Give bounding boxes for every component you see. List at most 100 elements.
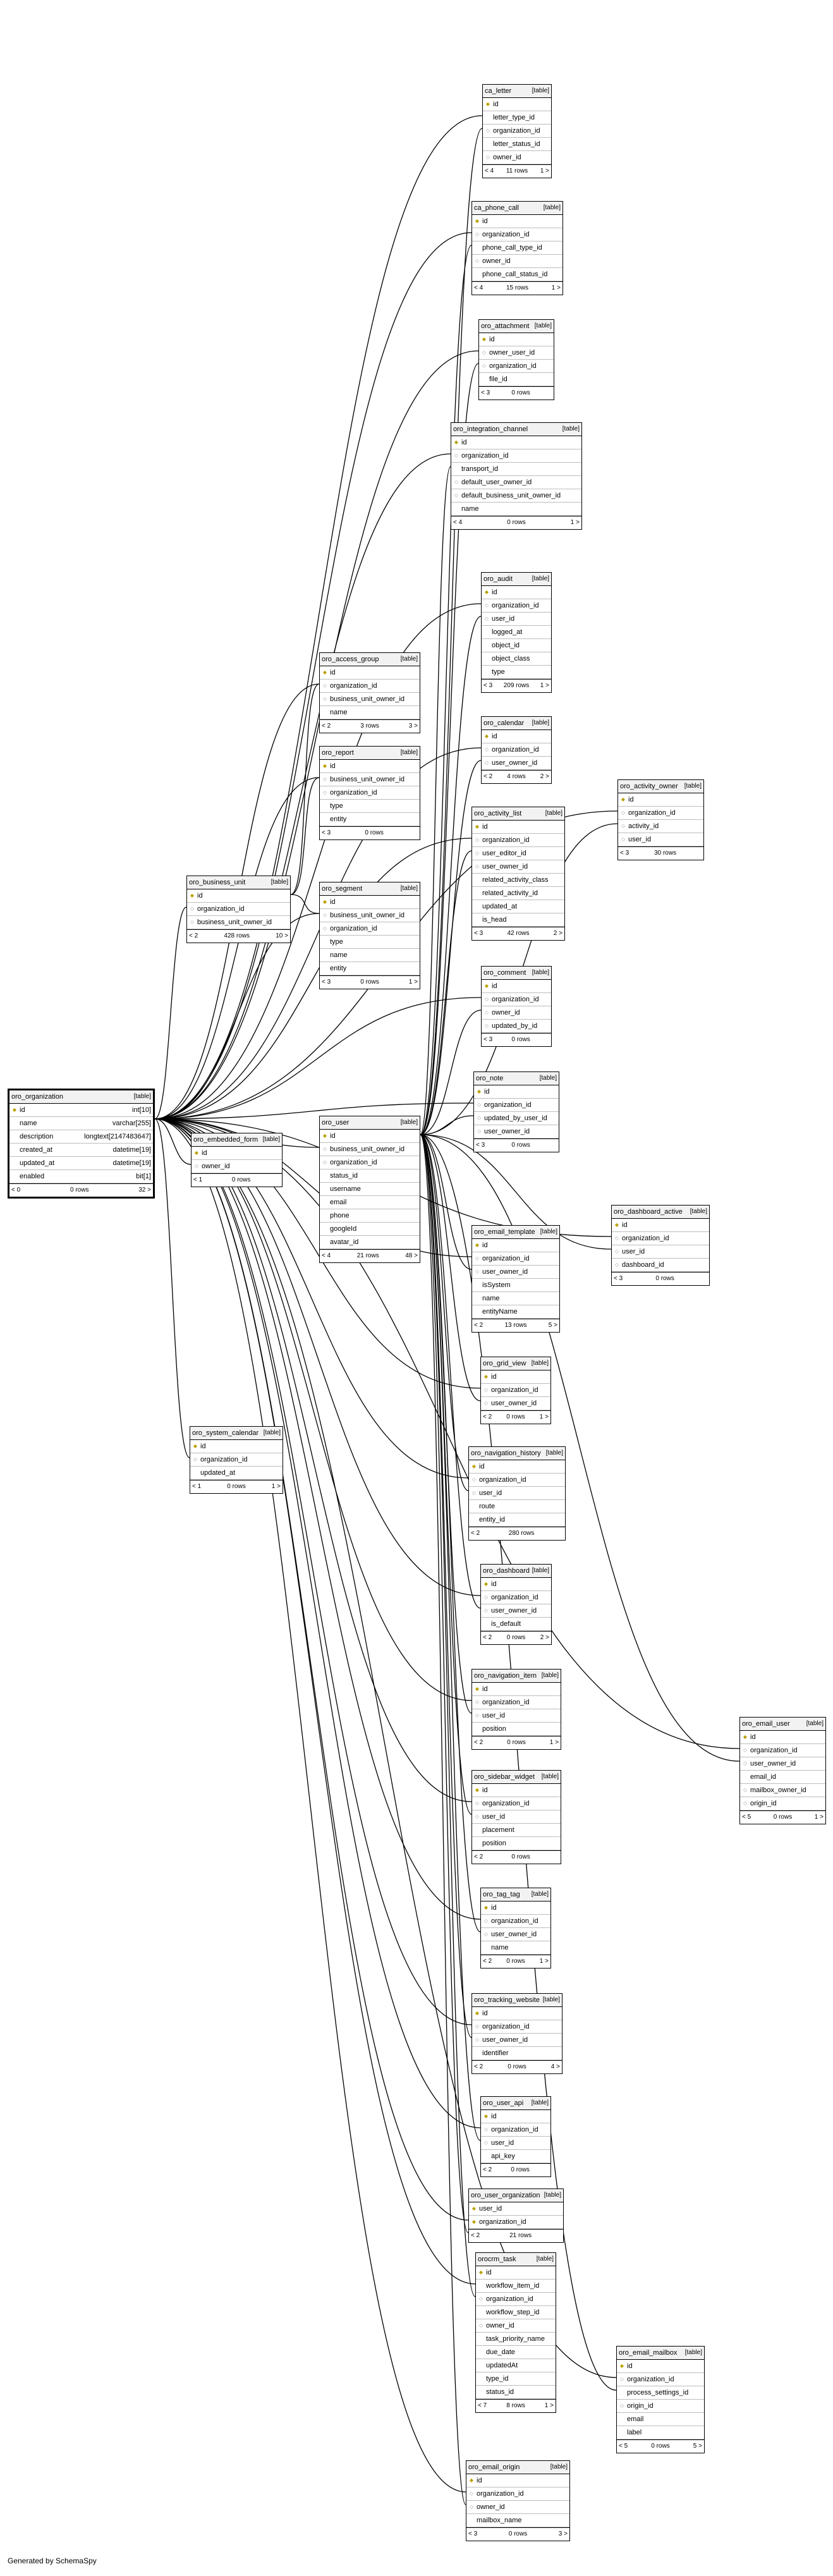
table-name[interactable]: oro_business_unit (189, 879, 246, 886)
column-row[interactable]: ◇organization_id (472, 834, 564, 847)
child-count[interactable]: 1 > (539, 1958, 549, 1965)
parent-count[interactable]: < 3 (468, 2530, 478, 2537)
column-row[interactable]: ◆user_id (469, 2202, 563, 2216)
column-row[interactable]: ◆id (472, 2007, 562, 2020)
parent-count[interactable]: < 2 (483, 2166, 492, 2173)
column-row[interactable]: ◇user_owner_id (740, 1757, 825, 1771)
parent-count[interactable]: < 7 (478, 2402, 487, 2409)
column-row[interactable]: object_class (482, 652, 551, 666)
column-row[interactable]: ◇organization_id (482, 993, 551, 1006)
column-row[interactable]: ◇owner_id (483, 151, 551, 164)
child-count[interactable]: 5 > (693, 2443, 702, 2450)
column-row[interactable]: name (320, 706, 420, 719)
table-name[interactable]: oro_access_group (322, 656, 379, 663)
column-row[interactable]: ◇organization_id (612, 1232, 709, 1245)
column-row[interactable]: ◆id (481, 1370, 550, 1384)
column-row[interactable]: type_id (476, 2372, 556, 2386)
column-row[interactable]: ◆id (483, 98, 551, 111)
column-row[interactable]: workflow_step_id (476, 2306, 556, 2319)
column-row[interactable]: workflow_item_id (476, 2280, 556, 2293)
column-row[interactable]: ◇user_owner_id (474, 1125, 559, 1138)
table-oro-tag-tag[interactable]: oro_tag_tag[table]◆id◇organization_id◇us… (480, 1888, 551, 1969)
column-row[interactable]: related_activity_id (472, 887, 564, 900)
table-name[interactable]: oro_grid_view (483, 1360, 526, 1367)
column-row[interactable]: ◇user_id (618, 833, 703, 846)
column-row[interactable]: ◇organization_id (481, 1384, 550, 1397)
column-row[interactable]: due_date (476, 2346, 556, 2359)
table-name[interactable]: oro_dashboard (483, 1567, 530, 1575)
table-oro-calendar[interactable]: oro_calendar[table]◆id◇organization_id◇u… (481, 716, 552, 784)
parent-count[interactable]: < 2 (322, 723, 331, 729)
column-row[interactable]: ◆id (320, 760, 420, 773)
parent-count[interactable]: < 4 (485, 168, 494, 174)
column-row[interactable]: updated_at (472, 900, 564, 913)
column-row[interactable]: position (472, 1837, 561, 1850)
column-row[interactable]: type (320, 800, 420, 813)
table-oro-access-group[interactable]: oro_access_group[table]◆id◇organization_… (319, 652, 420, 733)
column-row[interactable]: ◇user_id (472, 1810, 561, 1824)
column-row[interactable]: ◇organization_id (472, 1696, 561, 1709)
column-row[interactable]: ◆id (476, 2266, 556, 2280)
column-row[interactable]: ◇origin_id (740, 1797, 825, 1810)
table-oro-comment[interactable]: oro_comment[table]◆id◇organization_id◇ow… (481, 966, 552, 1047)
child-count[interactable]: 1 > (570, 519, 580, 526)
table-name[interactable]: oro_navigation_history (471, 1450, 541, 1457)
column-row[interactable]: ◆id (481, 1901, 550, 1915)
column-row[interactable]: ◆id (472, 821, 564, 834)
column-row[interactable]: letter_status_id (483, 138, 551, 151)
table-oro-tracking-website[interactable]: oro_tracking_website[table]◆id◇organizat… (471, 1993, 562, 2074)
table-name[interactable]: oro_segment (322, 885, 363, 893)
child-count[interactable]: 3 > (558, 2530, 568, 2537)
column-row[interactable]: ◇user_id (612, 1245, 709, 1259)
column-row[interactable]: entity (320, 962, 420, 975)
table-oro-navigation-history[interactable]: oro_navigation_history[table]◆id◇organiz… (468, 1446, 566, 1541)
table-name[interactable]: oro_user_organization (471, 2192, 540, 2199)
column-row[interactable]: name (451, 503, 581, 516)
column-row[interactable]: ◇user_id (472, 1709, 561, 1723)
column-row[interactable]: ◇default_business_unit_owner_id (451, 489, 581, 503)
column-row[interactable]: ◆id (740, 1731, 825, 1744)
table-oro-audit[interactable]: oro_audit[table]◆id◇organization_id◇user… (481, 572, 552, 693)
column-row[interactable]: ◇default_user_owner_id (451, 476, 581, 489)
table-name[interactable]: oro_system_calendar (192, 1429, 259, 1437)
column-row[interactable]: ◆id (320, 896, 420, 909)
column-row[interactable]: ◇organization_id (320, 1156, 420, 1169)
parent-count[interactable]: < 1 (193, 1176, 203, 1183)
column-row[interactable]: ◆id (192, 1147, 282, 1160)
column-row[interactable]: ◇dashboard_id (612, 1259, 709, 1272)
table-oro-activity-list[interactable]: oro_activity_list[table]◆id◇organization… (471, 807, 565, 941)
column-row[interactable]: status_id (320, 1169, 420, 1183)
table-oro-grid-view[interactable]: oro_grid_view[table]◆id◇organization_id◇… (480, 1357, 551, 1424)
column-row[interactable]: transport_id (451, 463, 581, 476)
table-oro-note[interactable]: oro_note[table]◆id◇organization_id◇updat… (473, 1071, 559, 1152)
column-row[interactable]: ◇organization_id (472, 2020, 562, 2034)
parent-count[interactable]: < 3 (322, 979, 331, 986)
column-row[interactable]: ◇owner_id (192, 1160, 282, 1173)
column-row[interactable]: ◇organization_id (466, 2487, 569, 2501)
column-row[interactable]: ◇organization_id (187, 903, 290, 916)
child-count[interactable]: 1 > (271, 1483, 281, 1490)
parent-count[interactable]: < 1 (192, 1483, 202, 1490)
column-row[interactable]: process_settings_id (617, 2386, 704, 2400)
table-oro-integration-channel[interactable]: oro_integration_channel[table]◆id◇organi… (451, 422, 582, 530)
table-orocrm-task[interactable]: orocrm_task[table]◆id workflow_item_id◇o… (475, 2252, 556, 2413)
column-row[interactable]: ◇user_owner_id (472, 1266, 559, 1279)
child-count[interactable]: 5 > (548, 1322, 557, 1329)
column-row[interactable]: ◆id (482, 730, 551, 743)
table-oro-dashboard-active[interactable]: oro_dashboard_active[table]◆id◇organizat… (611, 1205, 710, 1286)
column-row[interactable]: name (320, 949, 420, 962)
column-row[interactable]: ◇organization_id (320, 786, 420, 800)
table-name[interactable]: oro_email_user (742, 1720, 790, 1728)
table-oro-system-calendar[interactable]: oro_system_calendar[table]◆id◇organizati… (190, 1426, 283, 1494)
table-name[interactable]: ca_letter (485, 87, 512, 95)
column-row[interactable]: related_activity_class (472, 874, 564, 887)
table-oro-email-template[interactable]: oro_email_template[table]◆id◇organizatio… (471, 1225, 560, 1333)
table-name[interactable]: oro_embedded_form (193, 1136, 258, 1144)
child-count[interactable]: 1 > (551, 284, 561, 291)
column-row[interactable]: ◇user_owner_id (482, 757, 551, 770)
child-count[interactable]: 3 > (408, 723, 418, 729)
table-oro-user-organization[interactable]: oro_user_organization[table]◆user_id◆org… (468, 2188, 564, 2243)
column-row[interactable]: ◇user_owner_id (481, 1604, 551, 1618)
column-row[interactable]: phone (320, 1209, 420, 1223)
column-row[interactable]: ◆id (481, 2110, 550, 2123)
